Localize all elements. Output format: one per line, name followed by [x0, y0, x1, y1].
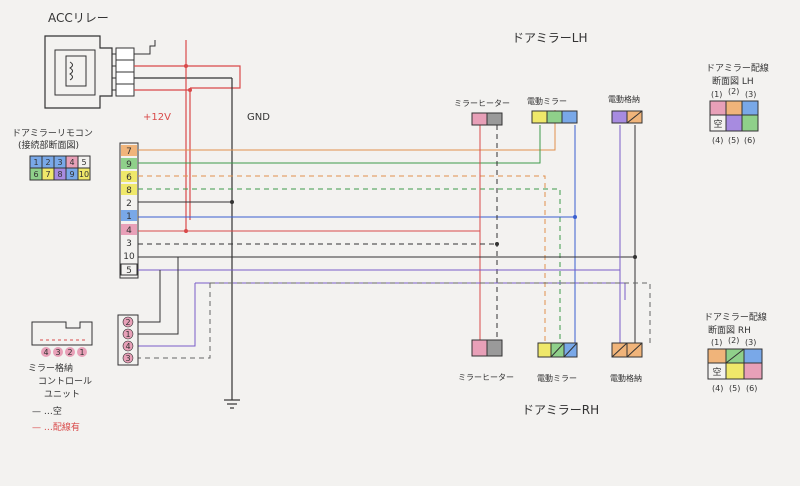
- legend-empty: — …空: [32, 405, 62, 417]
- unit-pin: 1: [125, 330, 130, 339]
- rh-mirror-label: 電動ミラー: [537, 374, 577, 383]
- pin-label: 6: [126, 173, 132, 183]
- grid-cell: 6: [33, 170, 38, 179]
- rh-fold-label: 電動格納: [610, 373, 642, 383]
- lh-wiring-subtitle: 断面図 LH: [712, 75, 754, 87]
- pin-label: 5: [126, 266, 132, 276]
- rh-cross-section: ドアミラー配線 断面図 RH (1) (2) (3) 空 (4) (5) (6): [704, 311, 767, 393]
- control-unit: 2 1 4 3 4 3 2 1 ミラー格納 コントロール ユニット — …空 —…: [28, 314, 139, 433]
- grid-cell: 2: [45, 158, 50, 167]
- rh-heater-label: ミラーヒーター: [458, 373, 514, 382]
- rh-connectors: ミラーヒーター 電動ミラー 電動格納: [458, 339, 643, 383]
- acc-relay: ACCリレー: [44, 11, 156, 109]
- cross-label: (1): [711, 90, 722, 99]
- lh-heater-label: ミラーヒーター: [454, 99, 510, 108]
- pin-label: 1: [126, 212, 132, 222]
- lh-connectors: ミラーヒーター 電動ミラー 電動格納: [454, 94, 643, 126]
- acc-relay-label: ACCリレー: [48, 11, 109, 25]
- unit-pin: 3: [55, 348, 60, 357]
- grid-cell: 3: [57, 158, 62, 167]
- pin-label: 7: [126, 147, 132, 157]
- cross-label: (1): [711, 338, 722, 347]
- lh-fold-label: 電動格納: [608, 94, 640, 104]
- coil-icon: [69, 61, 73, 81]
- rh-wiring-title: ドアミラー配線: [704, 311, 767, 323]
- unit-pin: 2: [125, 318, 130, 327]
- plus12v-label: +12V: [143, 112, 171, 123]
- empty-cell-label: 空: [712, 366, 721, 378]
- unit-pin: 2: [67, 348, 72, 357]
- remote-connector: 7 9 6 8 2 1 4 3 10 5: [119, 142, 139, 279]
- unit-pin: 4: [125, 342, 130, 351]
- pin-label: 8: [126, 186, 132, 196]
- door-mirror-rh-title: ドアミラーRH: [522, 403, 599, 417]
- empty-cell-label: 空: [713, 118, 722, 130]
- lh-mirror-label: 電動ミラー: [527, 97, 567, 106]
- cross-label: (3): [745, 90, 756, 99]
- legend-wired: — …配線有: [32, 421, 80, 433]
- control-unit-label-3: ユニット: [44, 390, 80, 400]
- cross-label: (4): [712, 384, 723, 393]
- door-mirror-lh-title: ドアミラーLH: [512, 31, 587, 45]
- gnd-label: GND: [247, 112, 270, 123]
- cross-label: (5): [729, 384, 740, 393]
- pin-label: 2: [126, 199, 132, 209]
- pin-label: 3: [126, 239, 132, 249]
- ground-icon: [224, 399, 240, 409]
- remote-title: ドアミラーリモコン: [12, 128, 93, 139]
- harness-wires: [138, 110, 651, 359]
- cross-label: (6): [746, 384, 757, 393]
- unit-pin: 1: [79, 348, 84, 357]
- lh-cross-section: ドアミラー配線 断面図 LH (1) (2) (3) 空 (4) (5) (6): [706, 62, 769, 145]
- cross-label: (4): [712, 136, 723, 145]
- grid-cell: 1: [33, 158, 38, 167]
- grid-cell: 9: [69, 170, 74, 179]
- grid-cell: 8: [57, 170, 62, 179]
- remote-subtitle: (接続部断面図): [18, 139, 79, 151]
- cross-label: (2): [728, 87, 739, 96]
- grid-cell: 5: [81, 158, 86, 167]
- unit-pin: 3: [125, 354, 130, 363]
- unit-pin: 4: [43, 348, 48, 357]
- control-unit-label-1: ミラー格納: [28, 362, 73, 374]
- grid-cell: 10: [79, 170, 89, 179]
- pin-label: 9: [126, 160, 132, 170]
- pin-label: 10: [123, 252, 135, 262]
- cross-label: (3): [745, 338, 756, 347]
- remote-cross-section: ドアミラーリモコン (接続部断面図) 1 2 3 4 5 6 7 8 9 10: [12, 128, 93, 181]
- control-unit-label-2: コントロール: [38, 377, 92, 387]
- cross-label: (5): [728, 136, 739, 145]
- grid-cell: 4: [69, 158, 74, 167]
- rh-wiring-subtitle: 断面図 RH: [708, 324, 751, 336]
- grid-cell: 7: [45, 170, 50, 179]
- cross-label: (6): [744, 136, 755, 145]
- lh-wiring-title: ドアミラー配線: [706, 62, 769, 74]
- cross-label: (2): [728, 336, 739, 345]
- pin-label: 4: [126, 226, 132, 236]
